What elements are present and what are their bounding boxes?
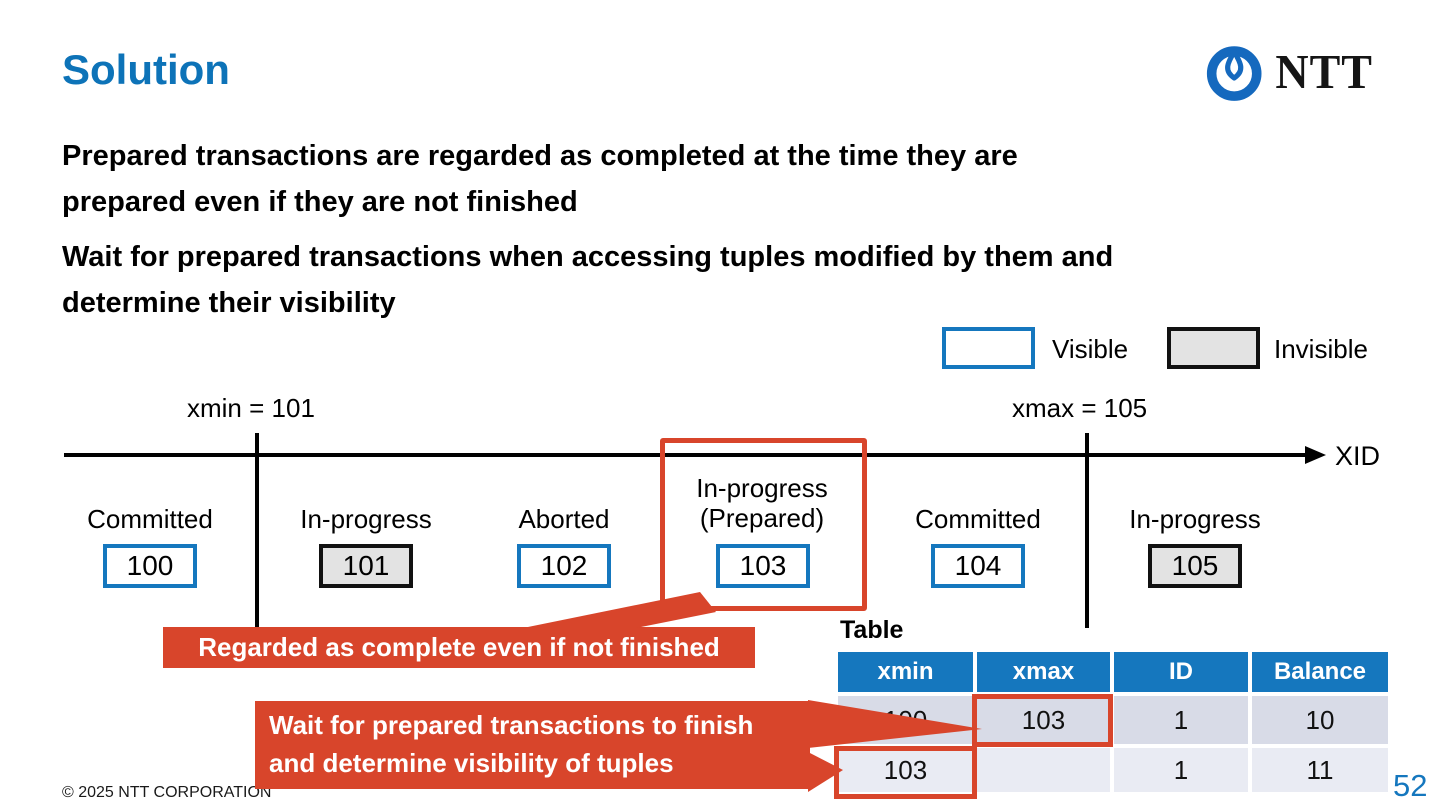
txn-status-105: In-progress	[1129, 504, 1261, 534]
body-text-line: Prepared transactions are regarded as co…	[62, 140, 1018, 172]
xid-axis-arrowhead	[1305, 446, 1326, 464]
txn-status-102: Aborted	[518, 504, 610, 534]
body-text-line: prepared even if they are not finished	[62, 186, 578, 218]
xmax-103-highlight-box	[972, 694, 1113, 747]
xmin-103-highlight-box	[834, 746, 977, 799]
table-cell-r2-id: 1	[1114, 748, 1248, 792]
legend-visible-label: Visible	[1052, 334, 1129, 364]
table-cell-r1-xmin: 100	[838, 696, 973, 744]
page-number: 52	[1393, 768, 1428, 803]
copyright-footer: © 2025 NTT CORPORATION	[62, 784, 272, 801]
ntt-logo: NTT	[1203, 33, 1373, 109]
page-title: Solution	[62, 46, 230, 93]
txn-status-100: Committed	[87, 504, 213, 534]
txn-box-105: 105	[1148, 544, 1242, 588]
body-text-line: Wait for prepared transactions when acce…	[62, 241, 1114, 273]
table-label: Table	[840, 616, 904, 644]
table-cell-r1-xmax: 103	[977, 696, 1110, 744]
xmax-label: xmax = 105	[1012, 393, 1148, 423]
txn-box-103: 103	[716, 544, 810, 588]
table-cell-r2-xmin: 103	[838, 748, 973, 792]
txn-status-103: In-progress	[696, 473, 828, 503]
legend-invisible-swatch	[1167, 327, 1260, 369]
callout-wait-line2: and determine visibility of tuples	[269, 748, 674, 778]
table-cell-r2-balance: 11	[1252, 748, 1388, 792]
prepared-highlight-box	[660, 438, 867, 611]
txn-status-103-line2: (Prepared)	[699, 503, 825, 533]
table-cell-r1-id: 1	[1114, 696, 1248, 744]
txn-box-104: 104	[931, 544, 1025, 588]
legend-visible-swatch	[942, 327, 1035, 369]
table-cell-r1-balance: 10	[1252, 696, 1388, 744]
table-header-id: ID	[1114, 652, 1248, 692]
table-cell-r2-xmax	[977, 748, 1110, 792]
legend-invisible-label: Invisible	[1274, 334, 1368, 364]
txn-box-101: 101	[319, 544, 413, 588]
xmin-label: xmin = 101	[187, 393, 315, 423]
callout-regarded-complete: Regarded as complete even if not finishe…	[163, 627, 755, 668]
xid-axis-label: XID	[1335, 441, 1381, 471]
body-text-line: determine their visibility	[62, 287, 396, 319]
ntt-loop-icon	[1206, 46, 1262, 101]
txn-box-102: 102	[517, 544, 611, 588]
table-header-xmin: xmin	[838, 652, 973, 692]
table-header-balance: Balance	[1252, 652, 1388, 692]
txn-status-101: In-progress	[300, 504, 432, 534]
callout-wait-line1: Wait for prepared transactions to finish	[269, 710, 754, 740]
callout-wait-prepared: Wait for prepared transactions to finish…	[255, 701, 810, 789]
ntt-logo-text: NTT	[1275, 44, 1373, 98]
txn-box-100: 100	[103, 544, 197, 588]
table-header-xmax: xmax	[977, 652, 1110, 692]
txn-status-104: Committed	[915, 504, 1041, 534]
